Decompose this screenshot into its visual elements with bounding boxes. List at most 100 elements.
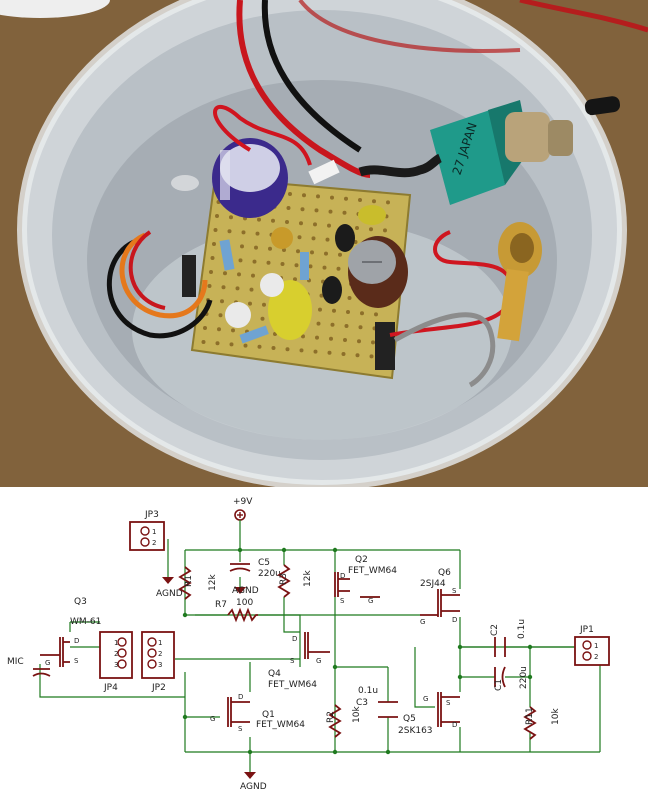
q3-pin-d: D: [74, 637, 79, 645]
capacitor-c5: C5 220u: [229, 558, 281, 579]
perfboard-hole: [372, 199, 376, 204]
c3-value: 0.1u: [358, 686, 378, 696]
transistor-q1: Q1 FET_WM64 D S G: [210, 693, 305, 733]
q3-part: WM-61: [70, 617, 101, 627]
perfboard-hole: [330, 322, 335, 327]
jp2-pin-2: 2: [158, 650, 162, 658]
toggle-switch: 27 JAPAN: [430, 96, 621, 205]
perfboard-hole: [209, 270, 213, 274]
perfboard-hole: [294, 263, 299, 268]
perfboard-hole: [311, 236, 316, 241]
audio-jack: [497, 222, 542, 342]
q4-pin-g: G: [316, 657, 321, 665]
q5-pin-s: S: [452, 587, 457, 595]
r2-ref: R2: [326, 711, 336, 723]
junctions: [182, 547, 533, 755]
r3-ref: R3: [279, 573, 289, 585]
header-jp1: 1 2 JP1: [574, 625, 610, 666]
perfboard-hole: [220, 299, 224, 304]
perfboard-hole: [308, 264, 313, 269]
q1-pin-d: D: [238, 693, 243, 701]
ceramic-cap-a: [271, 227, 293, 249]
jp1-pin-1: 1: [594, 642, 598, 650]
perfboard-hole: [301, 334, 305, 339]
c5-ref: C5: [258, 558, 270, 568]
perfboard-hole: [201, 340, 206, 344]
perfboard-hole: [271, 346, 276, 350]
perfboard-hole: [215, 341, 220, 346]
c2-ref: C2: [490, 624, 500, 636]
perfboard-hole: [229, 215, 233, 220]
perfboard-hole: [252, 259, 257, 264]
resistor-r3: R3 12k: [277, 564, 313, 598]
orange-wire: [119, 232, 208, 319]
resistor-r1: R1 12k: [178, 566, 218, 600]
transistor-b: [322, 276, 342, 304]
perfboard-hole: [248, 301, 252, 306]
perfboard-hole: [240, 244, 244, 249]
perfboard-hole: [344, 196, 348, 201]
perfboard-hole: [355, 353, 360, 358]
perfboard-hole: [213, 228, 218, 232]
perfboard-hole: [338, 252, 342, 257]
transistor-q5: Q6 2SJ44 S D G: [420, 568, 460, 626]
perfboard-hole: [257, 217, 261, 222]
perfboard-hole: [231, 328, 235, 333]
perfboard-hole: [319, 293, 324, 298]
capacitor-c1: C1 220u: [494, 666, 529, 691]
perfboard-hole: [327, 350, 332, 355]
perfboard-hole: [299, 221, 303, 226]
c2-value: 0.1u: [517, 619, 527, 639]
jp4-pin-1: 1: [114, 639, 118, 647]
perfboard-hole: [300, 207, 305, 212]
perfboard-hole: [286, 206, 291, 210]
r7-value: 100: [236, 598, 253, 608]
resistor-r2: R2 10k: [326, 704, 362, 738]
perfboard-hole: [223, 271, 227, 276]
electrolytic-capacitor-blue: [212, 138, 288, 218]
q5-part: 2SJ44: [420, 579, 446, 589]
perfboard-hole: [346, 310, 350, 314]
red-wire: [236, 0, 371, 178]
perfboard-hole: [324, 251, 328, 256]
perfboard-hole: [266, 260, 271, 265]
header-jp3: 1 2 JP3: [129, 510, 165, 551]
q2-pin-d: D: [340, 572, 345, 580]
perfboard-hole: [343, 338, 347, 342]
header-right: [375, 322, 395, 370]
perfboard-hole: [221, 285, 226, 290]
jp1-pin-2: 2: [594, 653, 598, 661]
perfboard-hole: [237, 272, 241, 277]
perfboard-hole: [262, 302, 266, 307]
q3-ref: Q3: [74, 597, 87, 607]
perfboard-hole: [369, 227, 373, 232]
perfboard-hole: [210, 256, 215, 260]
supply-label: +9V: [233, 497, 253, 507]
perfboard-hole: [342, 210, 347, 215]
perfboard-hole: [383, 228, 387, 233]
perfboard-hole: [315, 335, 319, 340]
perfboard-hole: [327, 223, 331, 228]
q1-pin-s: S: [238, 725, 243, 733]
perfboard-hole: [328, 209, 333, 214]
resistor-a: [219, 239, 235, 271]
perfboard-hole: [329, 336, 333, 341]
jp2-pin-1: 1: [158, 639, 162, 647]
q6-pin-s: S: [446, 699, 451, 707]
transistor-a: [335, 224, 355, 252]
perfboard-hole: [243, 343, 248, 348]
perfboard-hole: [313, 349, 318, 354]
mic-capacitor: MIC: [7, 657, 51, 677]
jp4-pin-3: 3: [114, 661, 118, 669]
perfboard-hole: [257, 344, 262, 349]
perfboard-hole: [386, 200, 390, 205]
perfboard-hole: [347, 296, 352, 300]
capacitor-c3: 0.1u C3: [356, 686, 398, 718]
perfboard-hole: [254, 245, 258, 250]
perfboard-hole: [280, 262, 285, 266]
perfboard-hole: [318, 307, 322, 312]
r1-ref: R1: [184, 575, 194, 587]
perfboard-hole: [358, 325, 363, 330]
c5-value: 220u: [258, 569, 281, 579]
r3-value: 12k: [303, 570, 313, 587]
